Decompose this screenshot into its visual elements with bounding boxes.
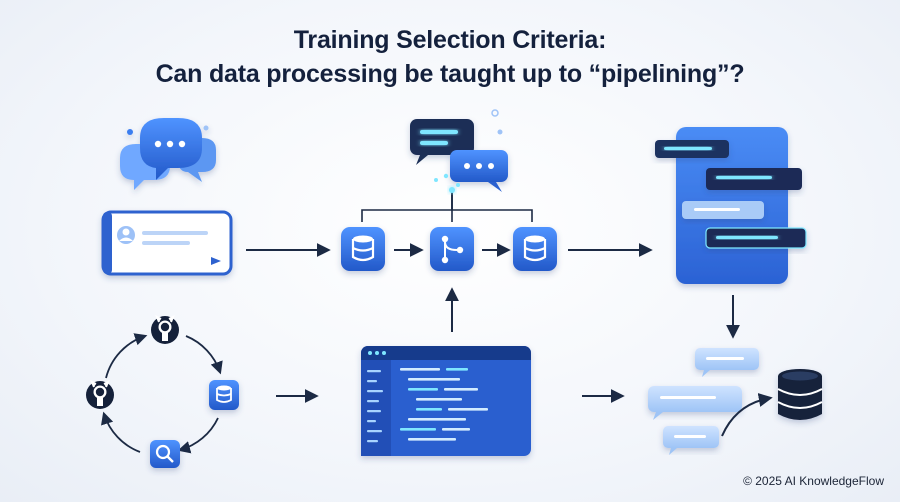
github-icon (151, 314, 179, 344)
copyright-footer: © 2025 AI KnowledgeFlow (743, 474, 884, 488)
page-title-line2: Can data processing be taught up to “pip… (155, 60, 745, 88)
database-icon (341, 227, 385, 271)
github-icon-2 (86, 379, 114, 409)
page-title-line1: Training Selection Criteria: (293, 26, 607, 54)
search-icon (150, 440, 180, 468)
code-editor-icon (361, 346, 531, 456)
database-icon-2 (513, 227, 557, 271)
arrow-bubbles-to-storage (721, 393, 773, 437)
pipeline-branch-icon (430, 227, 474, 271)
database-icon-3 (209, 380, 239, 410)
response-bubbles-icon (648, 348, 759, 455)
chat-bubbles-icon (120, 118, 216, 190)
cycle-arrows (101, 333, 223, 454)
chat-input-icon (101, 210, 233, 276)
storage-database-icon (777, 369, 823, 420)
phone-chat-icon (655, 127, 807, 284)
message-bubbles-icon (410, 109, 508, 192)
fanout-connectors (361, 187, 533, 222)
